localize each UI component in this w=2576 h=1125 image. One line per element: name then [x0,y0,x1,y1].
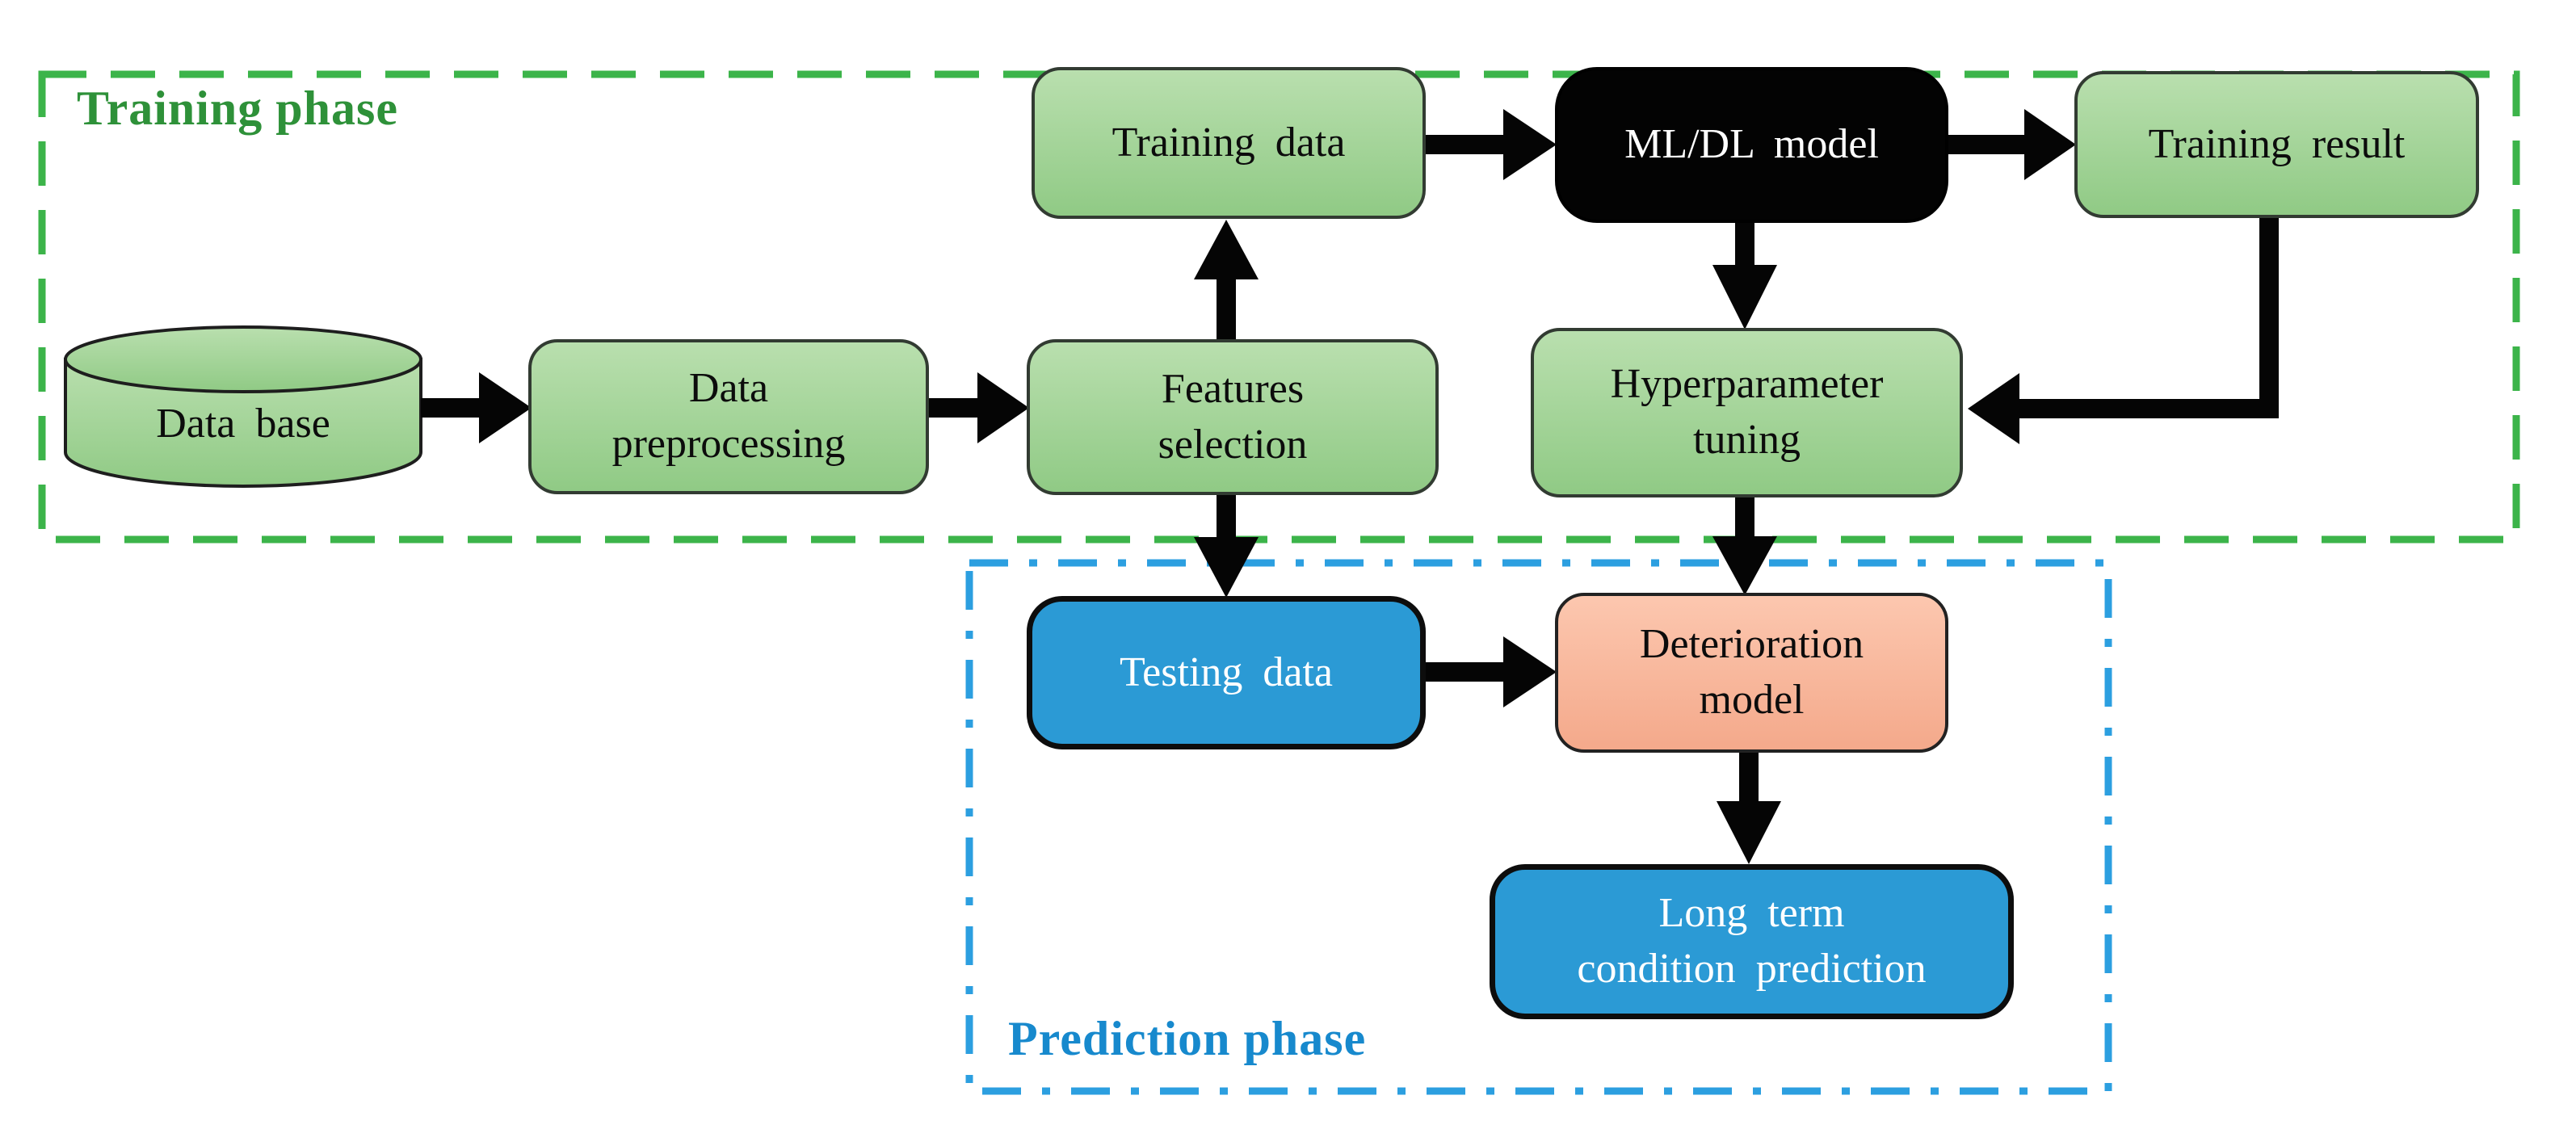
node-deterioration-model-line1: Deterioration [1639,621,1864,668]
node-deterioration-model-line2: model [1699,677,1805,723]
node-features-selection-line1: Features [1161,365,1305,412]
arrow-testing-data-to-deterioration [1424,636,1557,707]
node-deterioration-model: Deterioration model [1555,593,1948,753]
arrow-mldl-to-hyperparameter [1712,221,1777,330]
arrow-mldl-to-training-result [1947,109,2076,180]
training-phase-label: Training phase [77,82,398,135]
prediction-phase-border [965,559,2112,1095]
node-data-preprocessing-line1: Data [688,365,769,412]
prediction-phase-label: Prediction phase [1008,1012,1367,1065]
arrow-hyperparameter-to-deterioration [1712,496,1777,595]
node-training-result-label: Training result [2148,120,2406,167]
node-testing-data-label: Testing data [1120,649,1333,695]
database-cylinder-icon [64,325,422,488]
node-database: Data base [156,400,330,447]
node-data-preprocessing-line2: preprocessing [611,421,846,467]
node-hyperparameter-tuning-line1: Hyperparameter [1610,361,1884,408]
node-data-preprocessing: Data preprocessing [528,339,929,494]
node-features-selection: Features selection [1027,339,1439,495]
node-ml-dl-model-label: ML/DL model [1624,121,1879,168]
arrow-training-result-to-hyperparameter [1968,216,2279,444]
arrow-database-to-preprocessing [421,372,532,443]
node-long-term-condition-prediction: Long term condition prediction [1490,864,2014,1019]
node-long-term-line1: Long term [1658,890,1845,937]
node-hyperparameter-tuning-line2: tuning [1693,417,1801,463]
node-ml-dl-model: ML/DL model [1555,67,1948,223]
node-hyperparameter-tuning: Hyperparameter tuning [1531,328,1963,497]
arrow-deterioration-to-longterm [1717,751,1781,864]
arrow-features-to-testing-data [1194,493,1259,598]
arrow-preprocessing-to-features [927,372,1029,443]
node-long-term-line2: condition prediction [1577,946,1927,992]
node-testing-data: Testing data [1027,596,1426,749]
node-training-data: Training data [1032,67,1426,219]
node-training-result: Training result [2074,71,2479,218]
node-training-data-label: Training data [1112,119,1346,166]
node-features-selection-line2: selection [1158,421,1308,468]
arrow-training-data-to-mldl [1424,109,1557,180]
arrow-features-to-training-data [1194,220,1259,341]
